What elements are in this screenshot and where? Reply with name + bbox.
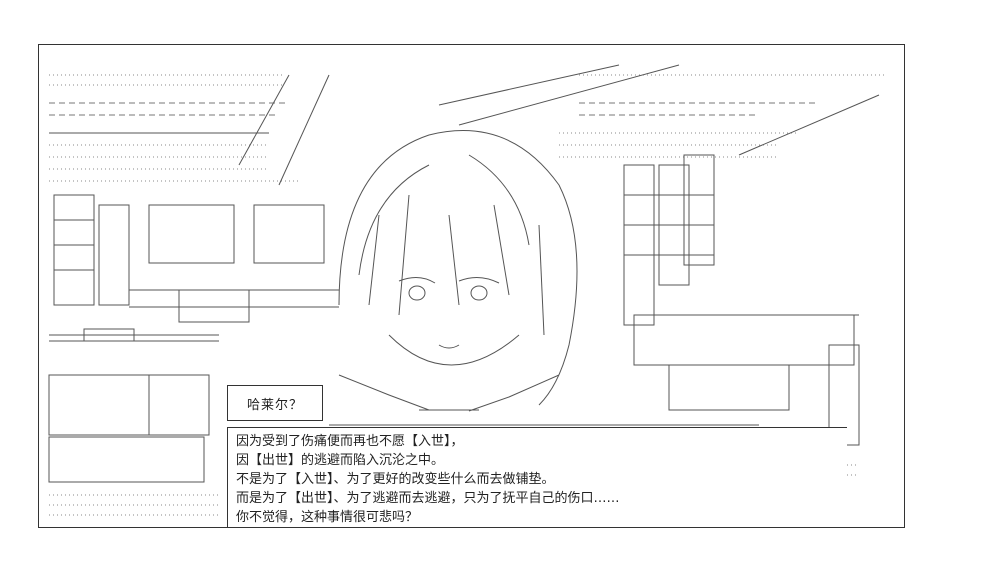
speaker-name: 哈莱尔？ xyxy=(246,397,303,413)
speaker-name-box: 哈莱尔？ xyxy=(227,385,323,421)
dialogue-line: 因为受到了伤痛便而再也不愿【入世】， xyxy=(236,434,464,449)
dialogue-line: 因【出世】的逃避而陷入沉沦之中。 xyxy=(236,453,445,468)
ascii-art-panel: 哈莱尔？ 因为受到了伤痛便而再也不愿【入世】， 因【出世】的逃避而陷入沉沦之中。… xyxy=(38,44,905,528)
dialogue-box: 因为受到了伤痛便而再也不愿【入世】， 因【出世】的逃避而陷入沉沦之中。 不是为了… xyxy=(227,427,847,527)
dialogue-line: 而是为了【出世】、为了逃避而去逃避，只为了抚平自己的伤口…… xyxy=(236,491,620,506)
dialogue-line: 你不觉得，这种事情很可悲吗？ xyxy=(236,510,419,525)
dialogue-line: 不是为了【入世】、为了更好的改变些什么而去做铺垫。 xyxy=(236,472,555,487)
